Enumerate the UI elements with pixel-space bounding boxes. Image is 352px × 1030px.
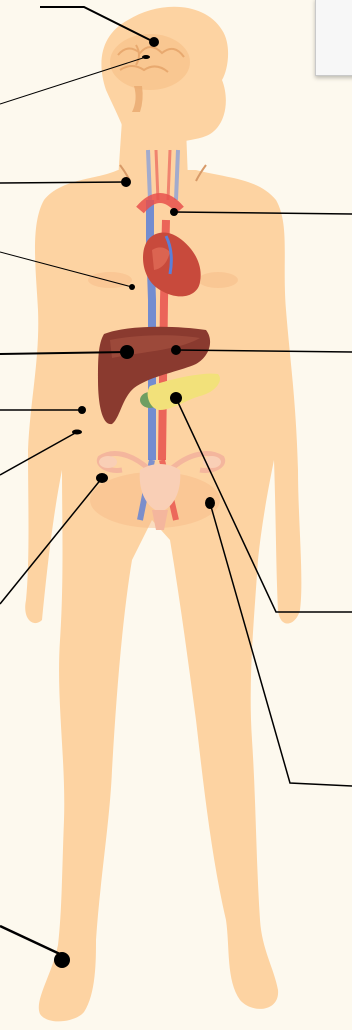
dot-brain-lower (142, 55, 150, 59)
dot-foot (54, 952, 70, 968)
dot-ovary (96, 473, 108, 483)
dot-appendix (72, 430, 82, 435)
dot-liver (120, 345, 134, 359)
carotid-right (168, 150, 170, 200)
jugular-vein-left (148, 150, 150, 200)
dot-chest (129, 284, 135, 290)
dot-pancreas-lower (170, 392, 182, 404)
dot-aorta (170, 208, 178, 216)
ovary-left (99, 456, 117, 468)
dot-colon (78, 406, 86, 414)
dot-uterus (205, 497, 215, 509)
chest-shadow-right (198, 272, 238, 288)
dot-thyroid (121, 177, 131, 187)
pointer-foot (0, 926, 62, 955)
pointer-thyroid (0, 182, 126, 183)
dot-pancreas-upper (171, 345, 181, 355)
carotid-left (156, 150, 158, 200)
jugular-vein-right (176, 150, 178, 200)
dot-brain-top (149, 37, 159, 47)
info-panel (315, 0, 352, 76)
